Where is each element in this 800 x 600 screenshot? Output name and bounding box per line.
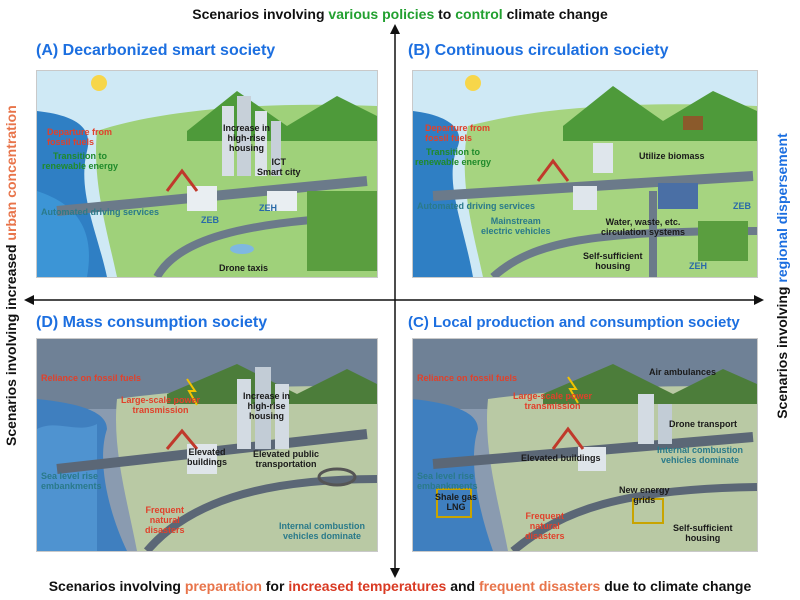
d-elevated-bldg-label: Elevated buildings xyxy=(187,447,227,467)
panel-d-illustration: Reliance on fossil fuels Large-scale pow… xyxy=(36,338,378,552)
quadrant-a-title: (A) Decarbonized smart society xyxy=(36,42,276,59)
top-title-prefix: Scenarios involving xyxy=(192,6,325,22)
top-title-control: control xyxy=(455,6,503,22)
bottom-title-suffix: due to climate change xyxy=(604,578,752,594)
shale-gas-icon xyxy=(436,488,472,518)
a-zeh-label: ZEH xyxy=(259,203,277,213)
quadrant-c-title: (C) Local production and consumption soc… xyxy=(408,314,740,331)
bridge-icon xyxy=(165,428,199,450)
drone-taxi-icon xyxy=(230,244,254,254)
b-zeb-label: ZEB xyxy=(733,201,751,211)
quadrant-b-title: (B) Continuous circulation society xyxy=(408,42,669,59)
bottom-title-for: for xyxy=(265,578,285,594)
sun-icon xyxy=(465,75,481,91)
left-axis-prefix: Scenarios involving increased xyxy=(3,244,19,446)
bottom-scenario-title: Scenarios involving preparation for incr… xyxy=(0,578,800,594)
top-title-policies: various policies xyxy=(328,6,435,22)
c-selfsuff-label: Self-sufficient housing xyxy=(673,523,733,543)
b-mainstream-label: Mainstream electric vehicles xyxy=(481,216,551,236)
sun-icon xyxy=(91,75,107,91)
c-newenergy-label: New energy grids xyxy=(619,485,670,505)
d-reliance-label: Reliance on fossil fuels xyxy=(41,373,142,383)
d-internal-label: Internal combustion vehicles dominate xyxy=(279,521,366,541)
a-ict-label: ICT Smart city xyxy=(257,157,301,177)
c-largescale-label: Large-scale power transmission xyxy=(513,391,593,411)
left-axis-colored: urban concentration xyxy=(3,105,19,241)
b-automated-label: Automated driving services xyxy=(417,201,536,211)
lightning-icon xyxy=(567,376,579,404)
biomass-plant-icon xyxy=(683,116,703,130)
b-departure-label: Departure from fossil fuels xyxy=(425,123,491,143)
b-water-label: Water, waste, etc. circulation systems xyxy=(601,217,686,237)
d-largescale-label: Large-scale power transmission xyxy=(121,395,201,415)
energy-grid-icon xyxy=(632,498,664,524)
lightning-icon xyxy=(186,378,198,406)
panel-a-scene xyxy=(37,71,377,277)
panel-c-illustration: Reliance on fossil fuels Large-scale pow… xyxy=(412,338,758,552)
c-elevated-bldg-label: Elevated buildings xyxy=(521,453,601,463)
b-zeh-label: ZEH xyxy=(689,261,707,271)
bottom-title-preparation: preparation xyxy=(184,578,262,594)
panel-b-scene xyxy=(413,71,757,277)
c-air-label: Air ambulances xyxy=(649,367,717,377)
b-transition-label: Transition to renewable energy xyxy=(415,147,492,167)
bottom-title-disasters: frequent disasters xyxy=(478,578,601,594)
stadium-icon xyxy=(317,467,357,487)
a-transition-label: Transition to renewable energy xyxy=(42,151,119,171)
top-scenario-title: Scenarios involving various policies to … xyxy=(0,6,800,22)
b-selfsuff-label: Self-sufficient housing xyxy=(583,251,643,271)
right-axis-prefix: Scenarios involving xyxy=(774,286,790,419)
b-biomass-label: Utilize biomass xyxy=(639,151,705,161)
a-automated-label: Automated driving services xyxy=(41,207,160,217)
a-departure-label: Departure from fossil fuels xyxy=(47,127,113,147)
right-axis-label: Scenarios involving regional dispersemen… xyxy=(774,126,790,426)
bridge-icon xyxy=(165,168,199,192)
c-sealevel-label: Sea level rise embankments xyxy=(417,471,478,491)
panel-d-scene xyxy=(37,339,377,551)
d-highrise-label: Increase in high-rise housing xyxy=(243,391,291,421)
top-title-suffix: climate change xyxy=(506,6,608,22)
d-elevated-transport-label: Elevated public transportation xyxy=(253,449,320,469)
top-title-to: to xyxy=(438,6,452,22)
a-drone-label: Drone taxis xyxy=(219,263,269,273)
bottom-title-and: and xyxy=(450,578,476,594)
bottom-title-temperatures: increased temperatures xyxy=(288,578,447,594)
c-drone-label: Drone transport xyxy=(669,419,738,429)
a-zeb-label: ZEB xyxy=(201,215,219,225)
left-axis-label: Scenarios involving increased urban conc… xyxy=(3,105,19,446)
quadrant-d-title: (D) Mass consumption society xyxy=(36,314,268,331)
c-reliance-label: Reliance on fossil fuels xyxy=(417,373,518,383)
bridge-icon xyxy=(536,158,570,182)
panel-a-illustration: Departure from fossil fuels Transition t… xyxy=(36,70,378,278)
d-sealevel-label: Sea level rise embankments xyxy=(41,471,102,491)
panel-b-illustration: Departure from fossil fuels Transition t… xyxy=(412,70,758,278)
c-shale-label: Shale gas LNG xyxy=(435,492,478,512)
panel-c-scene xyxy=(413,339,757,551)
c-internal-label: Internal combustion vehicles dominate xyxy=(657,445,744,465)
right-axis-colored: regional dispersement xyxy=(774,133,790,283)
bridge-icon xyxy=(551,426,585,450)
bottom-title-prefix: Scenarios involving xyxy=(48,578,181,594)
c-frequent-label: Frequent natural disasters xyxy=(525,511,565,541)
d-frequent-label: Frequent natural disasters xyxy=(145,505,185,535)
a-highrise-label: Increase in high-rise housing xyxy=(223,123,271,153)
